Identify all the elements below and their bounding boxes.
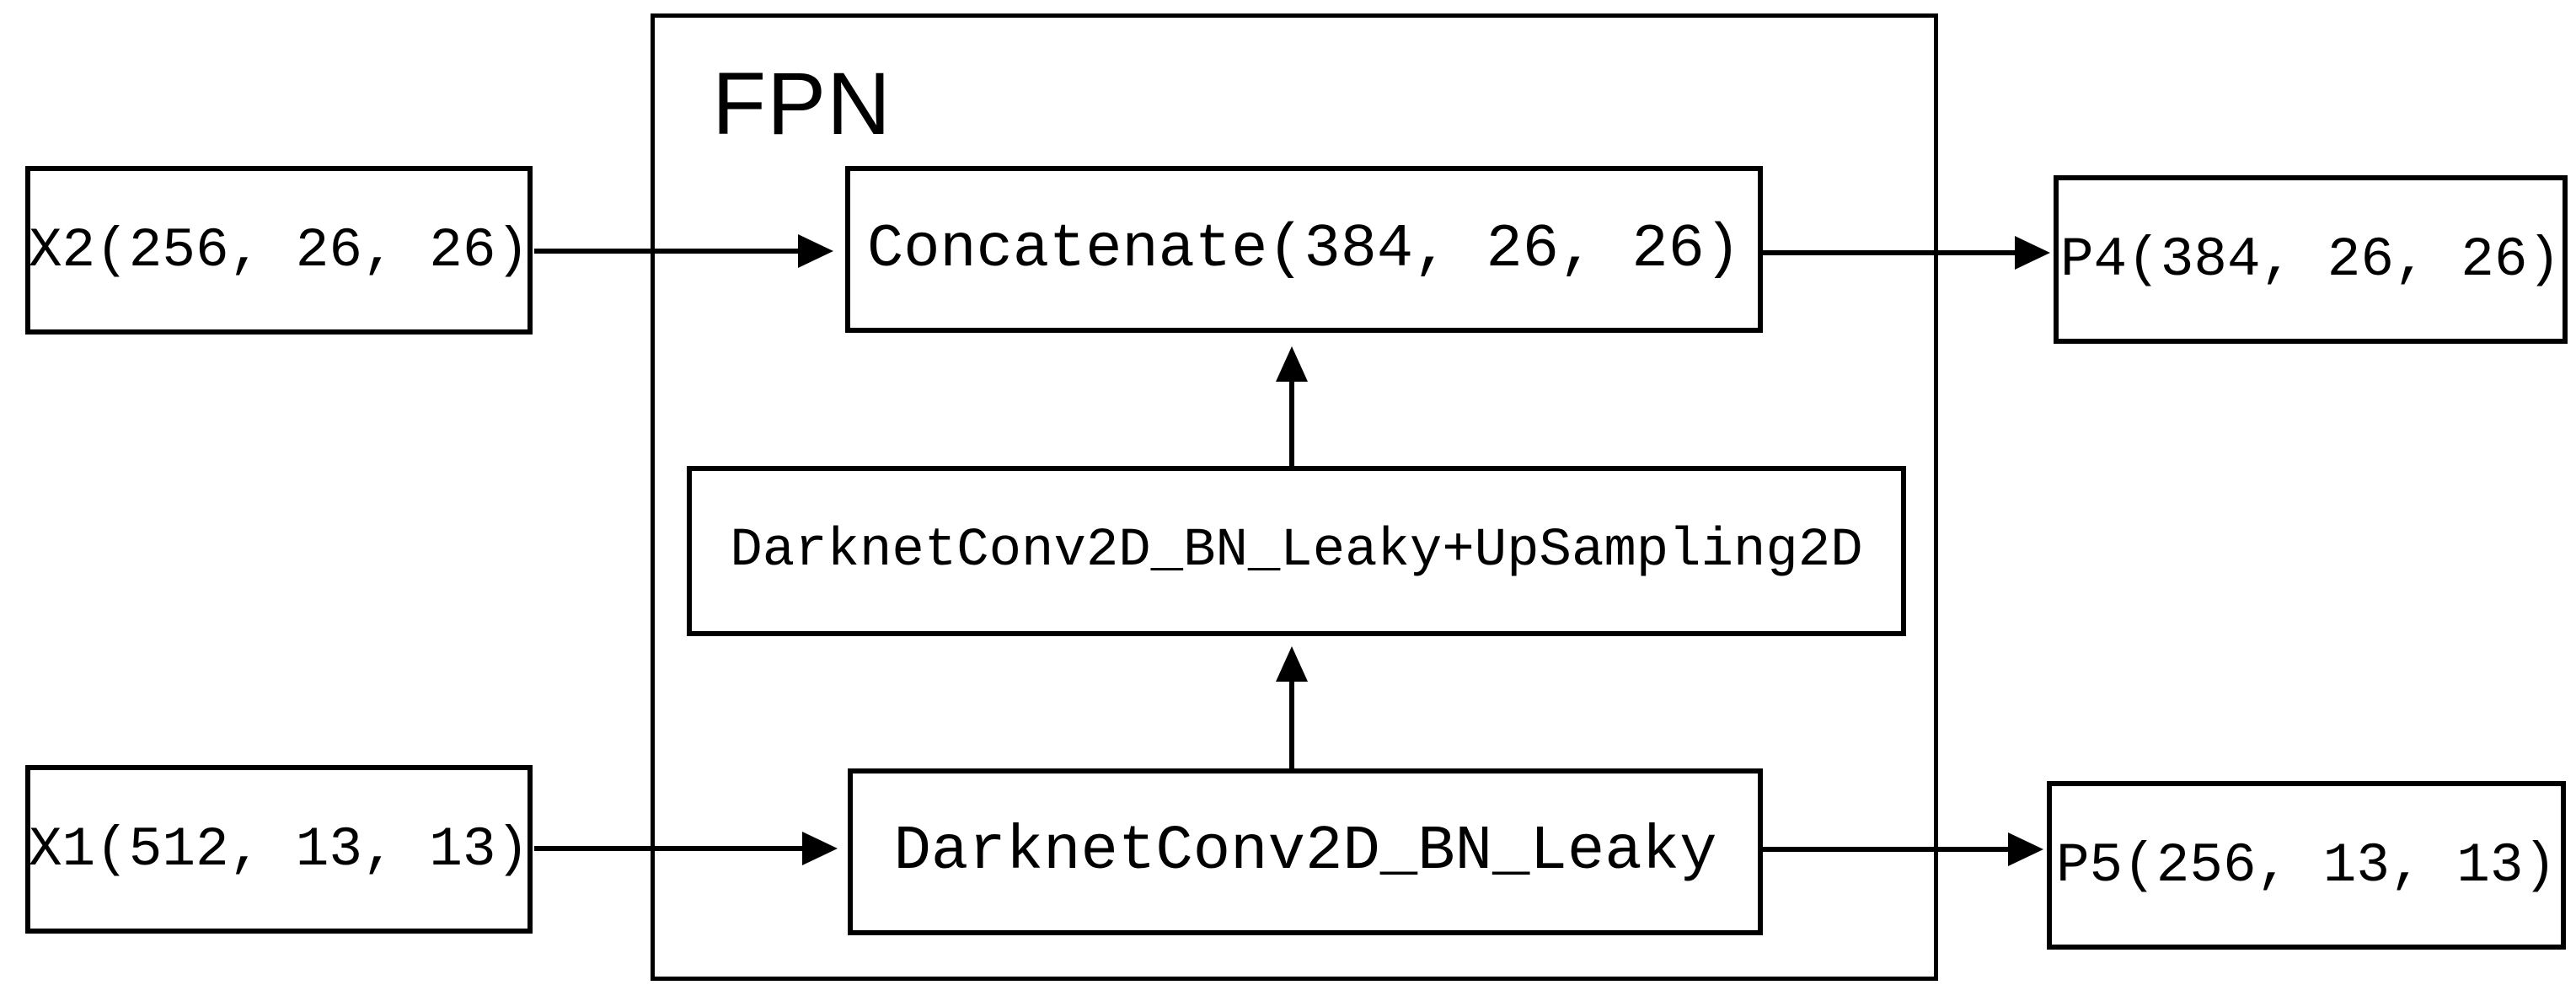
node-darknet-label: DarknetConv2D_BN_Leaky xyxy=(893,816,1717,887)
node-x2: X2(256, 26, 26) xyxy=(25,166,533,335)
node-darknet: DarknetConv2D_BN_Leaky xyxy=(848,768,1763,935)
node-p4-label: P4(384, 26, 26) xyxy=(2059,228,2562,292)
arrowhead-upsample-to-concatenate xyxy=(1276,346,1308,382)
arrowhead-concatenate-to-p4 xyxy=(2015,236,2050,270)
arrowhead-x1-to-darknet xyxy=(802,832,838,865)
node-concatenate-label: Concatenate(384, 26, 26) xyxy=(867,215,1741,284)
fpn-container-label: FPN xyxy=(712,55,892,153)
node-upsample: DarknetConv2D_BN_Leaky+UpSampling2D xyxy=(687,466,1906,636)
node-x2-label: X2(256, 26, 26) xyxy=(28,218,530,282)
arrowhead-darknet-to-upsample xyxy=(1276,646,1308,682)
node-upsample-label: DarknetConv2D_BN_Leaky+UpSampling2D xyxy=(730,521,1863,581)
arrow-concatenate-to-p4 xyxy=(1761,250,2016,255)
node-p4: P4(384, 26, 26) xyxy=(2054,175,2568,344)
arrow-upsample-to-concatenate xyxy=(1289,381,1294,466)
node-p5: P5(256, 13, 13) xyxy=(2047,781,2566,950)
arrow-x2-to-concatenate xyxy=(534,249,800,254)
arrow-darknet-to-p5 xyxy=(1761,847,2009,852)
arrow-x1-to-darknet xyxy=(534,846,804,851)
node-concatenate: Concatenate(384, 26, 26) xyxy=(845,166,1763,333)
node-p5-label: P5(256, 13, 13) xyxy=(2055,833,2557,897)
arrow-darknet-to-upsample xyxy=(1289,681,1294,768)
node-x1: X1(512, 13, 13) xyxy=(25,765,533,934)
fpn-container-box xyxy=(651,13,1938,981)
node-x1-label: X1(512, 13, 13) xyxy=(28,817,530,881)
arrowhead-darknet-to-p5 xyxy=(2008,832,2043,866)
arrowhead-x2-to-concatenate xyxy=(798,234,833,268)
